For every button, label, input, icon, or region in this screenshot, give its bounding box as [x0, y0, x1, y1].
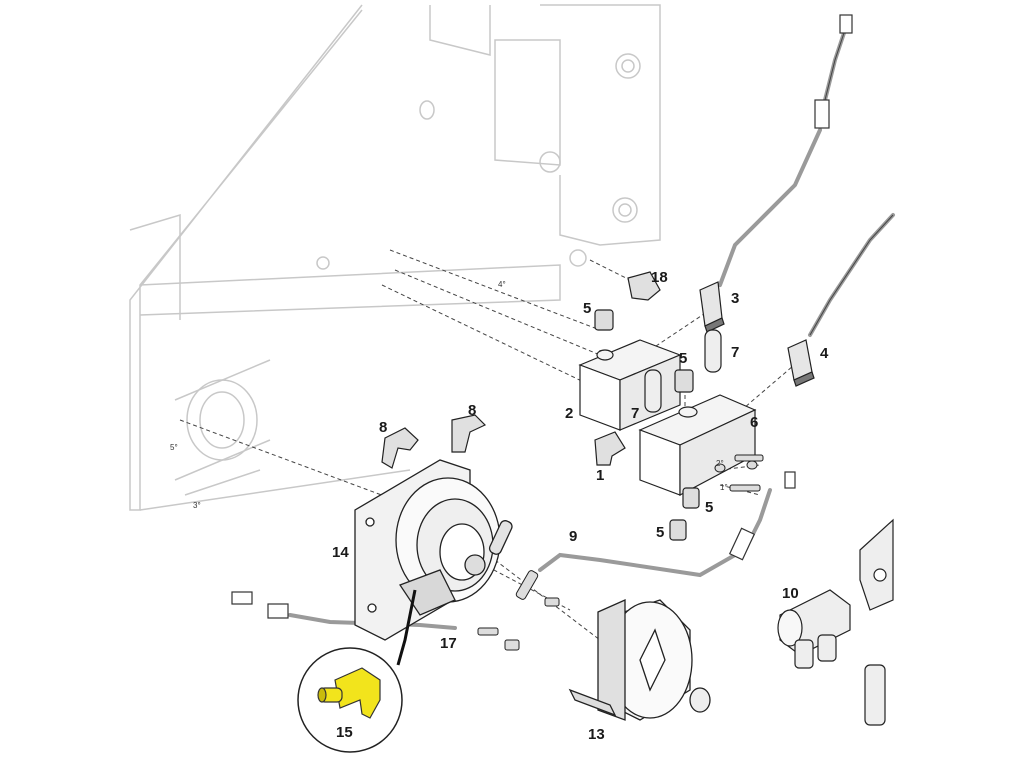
solenoid-connector-3 [699, 281, 725, 333]
solenoid-connector-4 [787, 339, 815, 387]
callout-3: 3 [731, 290, 739, 307]
detail-callout-15 [297, 589, 417, 753]
callout-5: 5 [679, 350, 687, 367]
callout-8: 8 [379, 419, 387, 436]
callout-8: 8 [468, 402, 476, 419]
background-frame [129, 4, 661, 511]
small-labels: 4° 5° 3° 2° 1° [170, 280, 728, 510]
callout-7: 7 [731, 344, 739, 361]
elbow-fittings [381, 271, 661, 469]
callout-9: 9 [569, 528, 577, 545]
callout-13: 13 [588, 726, 605, 743]
right-edge-parts [859, 518, 894, 726]
callout-10: 10 [782, 585, 799, 602]
callout-5: 5 [583, 300, 591, 317]
valve-block-2 [578, 339, 682, 431]
callout-labels: 18 3 4 5 5 7 2 7 6 1 8 8 5 5 9 14 10 17 … [332, 269, 829, 743]
callout-5: 5 [705, 499, 713, 516]
callout-14: 14 [332, 544, 349, 561]
label-2-degree: 2° [716, 459, 724, 468]
callout-7: 7 [631, 405, 639, 422]
label-5-degree: 5° [170, 443, 178, 452]
label-1-degree: 1° [720, 483, 728, 492]
callout-17: 17 [440, 635, 457, 652]
callout-4: 4 [820, 345, 829, 362]
silencer-7-group [644, 329, 722, 413]
fitting-5-group [594, 309, 700, 541]
callout-6: 6 [750, 414, 758, 431]
callout-5: 5 [656, 524, 664, 541]
label-4-degree: 4° [498, 280, 506, 289]
callout-15: 15 [336, 724, 353, 741]
callout-1: 1 [596, 467, 604, 484]
fitting-10 [777, 589, 851, 669]
rotary-actuator-14 [354, 459, 513, 641]
valve-block-6 [638, 394, 757, 496]
hardware-small [477, 454, 764, 651]
callout-2: 2 [565, 405, 573, 422]
label-3-degree: 3° [193, 501, 201, 510]
callout-18: 18 [651, 269, 668, 286]
cover-13 [568, 598, 711, 721]
part-15-highlighted [317, 667, 381, 719]
connector-top [231, 14, 853, 619]
